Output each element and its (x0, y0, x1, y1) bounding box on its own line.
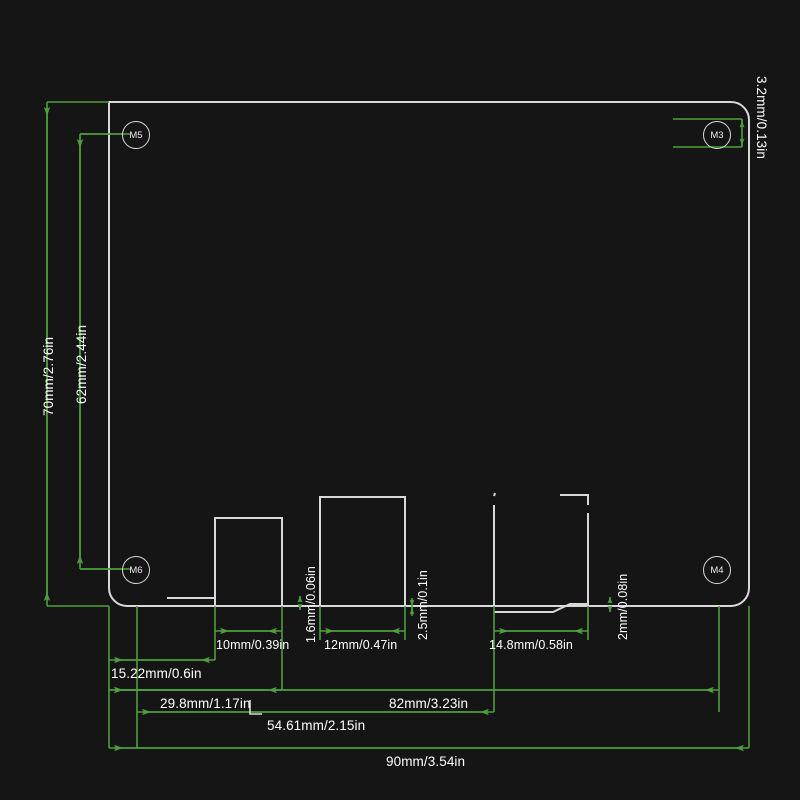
plate-outline (108, 101, 750, 607)
label-height-overall: 70mm/2.76in (41, 336, 56, 416)
label-notch3-height: 2mm/0.08in (616, 573, 630, 640)
notch-usb-2 (319, 496, 406, 606)
hole-m6-label: M6 (129, 564, 143, 576)
notch-hdmi-bottom-slope (494, 603, 588, 613)
ext-m3-bracket (673, 118, 742, 148)
label-corner-offset: 3.2mm/0.13in (754, 76, 769, 159)
label-width-overall: 90mm/3.54in (386, 754, 466, 769)
label-notch2-height: 2.5mm/0.1in (416, 570, 430, 640)
label-height-holes: 62mm/2.44in (74, 324, 89, 404)
notch-hdmi-left-tick (493, 492, 496, 497)
hole-m5-label: M5 (129, 129, 143, 141)
label-notch1-width: 10mm/0.39in (216, 638, 290, 652)
hole-m6: M6 (122, 556, 150, 584)
leader-tick-5461 (249, 700, 262, 715)
label-notch3-width: 14.8mm/0.58in (489, 638, 573, 652)
notch-usb-1 (214, 517, 283, 606)
hole-m3-label: M3 (710, 129, 724, 141)
hole-m4-label: M4 (710, 564, 724, 576)
label-width-inner: 82mm/3.23in (389, 696, 469, 711)
hole-m4: M4 (703, 556, 731, 584)
notch-hdmi-top (560, 494, 589, 505)
cutout-notches (214, 492, 589, 606)
label-notch2-width: 12mm/0.47in (324, 638, 398, 652)
label-notch1-height: 1.6mm/0.06in (304, 566, 318, 643)
label-offset-b: 29.8mm/1.17in (160, 696, 251, 711)
label-offset-c: 54.61mm/2.15in (267, 718, 366, 733)
hole-m5: M5 (122, 121, 150, 149)
dimension-lines (43, 101, 750, 752)
label-offset-a: 15.22mm/0.6in (111, 666, 202, 681)
hole-m3: M3 (703, 121, 731, 149)
